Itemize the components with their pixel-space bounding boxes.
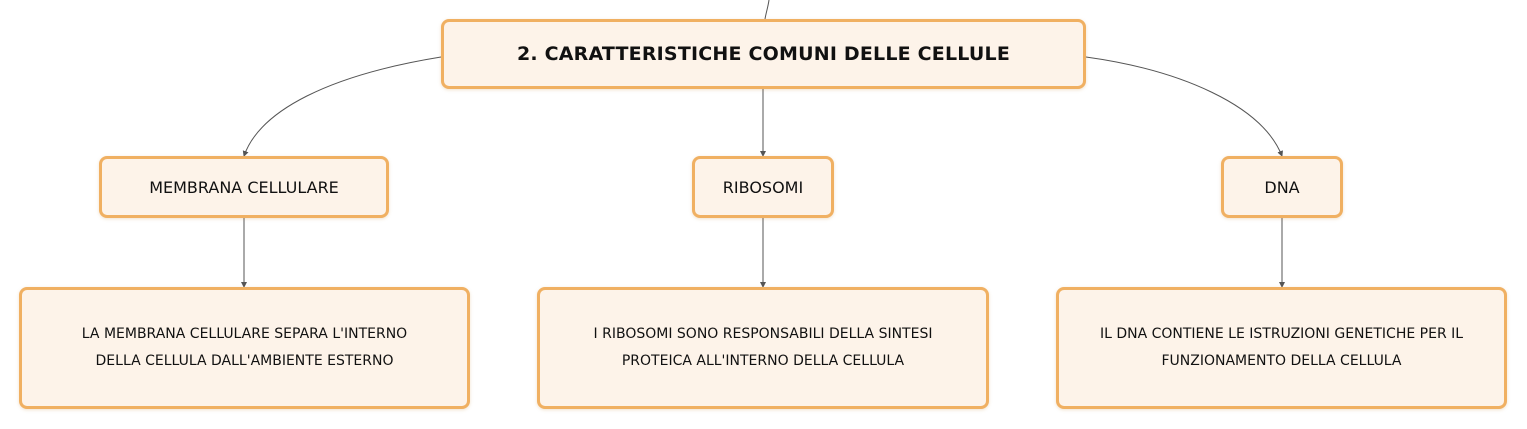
description-line: LA MEMBRANA CELLULARE SEPARA L'INTERNO xyxy=(81,326,408,342)
subtopic-dna[interactable]: DNA xyxy=(1221,156,1343,218)
subtopic-ribosomi[interactable]: RIBOSOMI xyxy=(692,156,834,218)
description-text: I RIBOSOMI SONO RESPONSABILI DELLA SINTE… xyxy=(594,321,933,375)
subtopic-label: MEMBRANA CELLULARE xyxy=(149,177,339,197)
description-ribosomi[interactable]: I RIBOSOMI SONO RESPONSABILI DELLA SINTE… xyxy=(537,287,989,409)
incoming-connector xyxy=(764,0,770,20)
description-text: IL DNA CONTIENE LE ISTRUZIONI GENETICHE … xyxy=(1100,321,1463,375)
description-line: I RIBOSOMI SONO RESPONSABILI DELLA SINTE… xyxy=(593,326,933,342)
connector-root-to-dna xyxy=(1085,56,1283,157)
subtopic-label: RIBOSOMI xyxy=(722,177,804,197)
description-line: IL DNA CONTIENE LE ISTRUZIONI GENETICHE … xyxy=(1099,326,1464,342)
subtopic-membrana-cellulare[interactable]: MEMBRANA CELLULARE xyxy=(99,156,389,218)
description-line: DELLA CELLULA DALL'AMBIENTE ESTERNO xyxy=(95,353,394,369)
description-line: PROTEICA ALL'INTERNO DELLA CELLULA xyxy=(621,353,905,369)
connector-root-to-membrana xyxy=(242,56,442,157)
description-dna[interactable]: IL DNA CONTIENE LE ISTRUZIONI GENETICHE … xyxy=(1056,287,1507,409)
description-line: FUNZIONAMENTO DELLA CELLULA xyxy=(1161,353,1402,369)
description-membrana-cellulare[interactable]: LA MEMBRANA CELLULARE SEPARA L'INTERNO D… xyxy=(19,287,470,409)
subtopic-label: DNA xyxy=(1264,177,1300,197)
root-topic-label: 2. CARATTERISTICHE COMUNI DELLE CELLULE xyxy=(516,43,1011,65)
root-topic-node[interactable]: 2. CARATTERISTICHE COMUNI DELLE CELLULE xyxy=(441,19,1086,89)
description-text: LA MEMBRANA CELLULARE SEPARA L'INTERNO D… xyxy=(82,321,407,375)
